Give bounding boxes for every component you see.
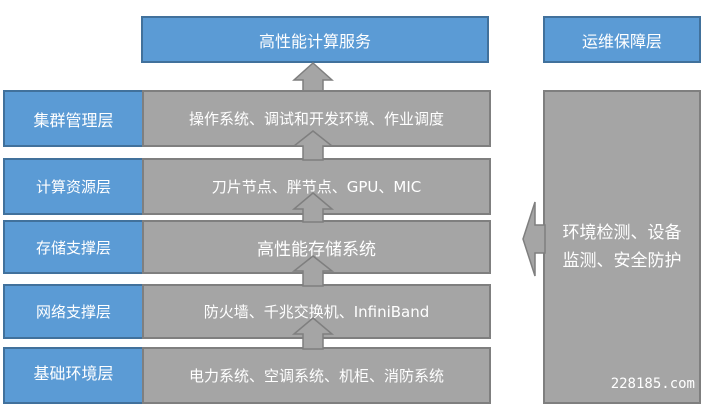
hpc-service-title: 高性能计算服务 <box>258 31 371 51</box>
layer-label-text: 存储支撑层 <box>35 238 111 257</box>
ops-layer-content: 环境检测、设备监测、安全防护 228185.com <box>543 90 701 404</box>
hpc-service-box: 高性能计算服务 <box>141 16 489 63</box>
layer-content: 操作系统、调试和开发环境、作业调度 <box>142 90 491 147</box>
ops-layer-label-text: 运维保障层 <box>581 31 662 51</box>
layer-content-text: 防火墙、千兆交换机、InfiniBand <box>203 303 430 321</box>
layer-content-text: 电力系统、空调系统、机柜、消防系统 <box>188 367 444 385</box>
layer-label: 存储支撑层 <box>3 220 144 274</box>
layer-content: 防火墙、千兆交换机、InfiniBand <box>142 284 491 339</box>
layer-label-text: 基础环境层 <box>33 363 114 383</box>
ops-layer-content-text: 环境检测、设备监测、安全防护 <box>562 223 682 271</box>
layer-content-text: 操作系统、调试和开发环境、作业调度 <box>188 110 444 128</box>
layer-label: 计算资源层 <box>3 158 144 215</box>
layer-label-text: 集群管理层 <box>33 110 114 130</box>
layer-content-text: 高性能存储系统 <box>257 239 376 260</box>
up-arrow-icon <box>292 61 334 94</box>
layer-label: 基础环境层 <box>3 347 144 404</box>
layer-content: 高性能存储系统 <box>142 220 491 274</box>
layer-label: 集群管理层 <box>3 90 144 147</box>
layer-content-text: 刀片节点、胖节点、GPU、MIC <box>211 178 422 196</box>
watermark: 228185.com <box>610 376 695 392</box>
layer-content: 刀片节点、胖节点、GPU、MIC <box>142 158 491 215</box>
layer-content: 电力系统、空调系统、机柜、消防系统 <box>142 347 491 404</box>
ops-layer-label: 运维保障层 <box>543 16 701 63</box>
layer-label: 网络支撑层 <box>3 284 144 339</box>
layer-label-text: 计算资源层 <box>35 178 111 196</box>
layer-label-text: 网络支撑层 <box>35 303 111 321</box>
